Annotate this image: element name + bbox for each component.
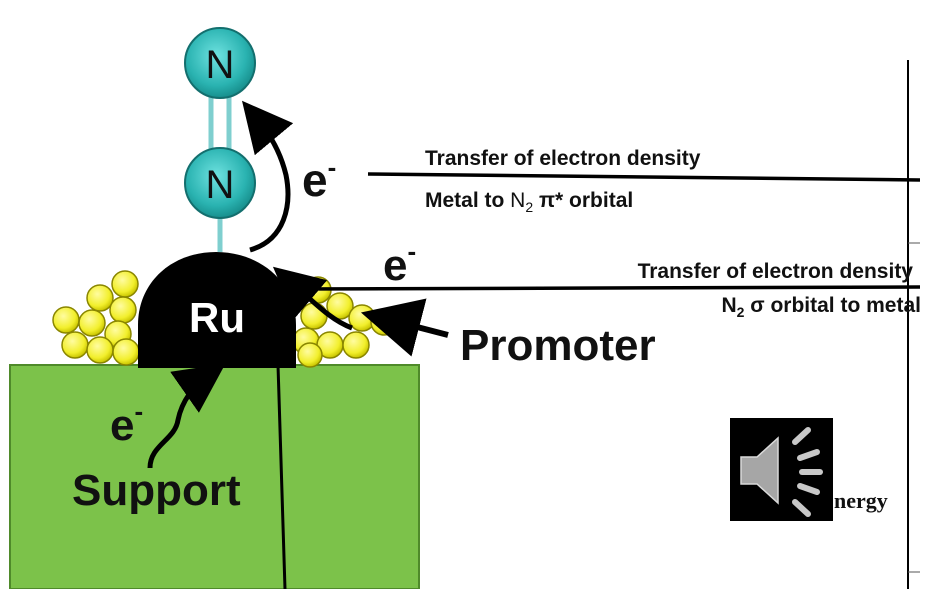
support-donation-arrow: [147, 363, 226, 469]
nitrogen-top-label: N: [206, 43, 235, 87]
nitrogen-bottom-label: N: [206, 163, 235, 207]
pi-transfer-line2: Metal to N2 π* orbital: [425, 189, 633, 215]
sigma-transfer-line2: N2 σ orbital to metal: [721, 294, 921, 320]
electron-upper-label: e-: [302, 152, 336, 206]
backdonation-arrow: [241, 100, 294, 253]
nitrogen-atom-bottom: [184, 147, 256, 219]
energy-axis-fragment: nergy: [834, 488, 888, 513]
promoter-label: Promoter: [460, 321, 656, 370]
speaker-icon[interactable]: [730, 418, 833, 521]
sigma-transfer-line1: Transfer of electron density: [638, 260, 914, 283]
ru-particle: [138, 252, 296, 368]
promoter-pointer-arrow: [360, 298, 449, 357]
nitrogen-atom-top: [184, 27, 256, 99]
vertical-leader-line: [276, 364, 287, 589]
electron-middle-label: e-: [383, 236, 416, 290]
support-label: Support: [72, 466, 241, 515]
sigma-leader-line: [299, 285, 921, 291]
sigma-donation-arrow: [272, 266, 353, 331]
pi-transfer-line1: Transfer of electron density: [425, 147, 701, 170]
pi-leader-line: [367, 172, 921, 182]
ru-label: Ru: [189, 294, 245, 341]
electron-support-label: e-: [110, 396, 143, 450]
